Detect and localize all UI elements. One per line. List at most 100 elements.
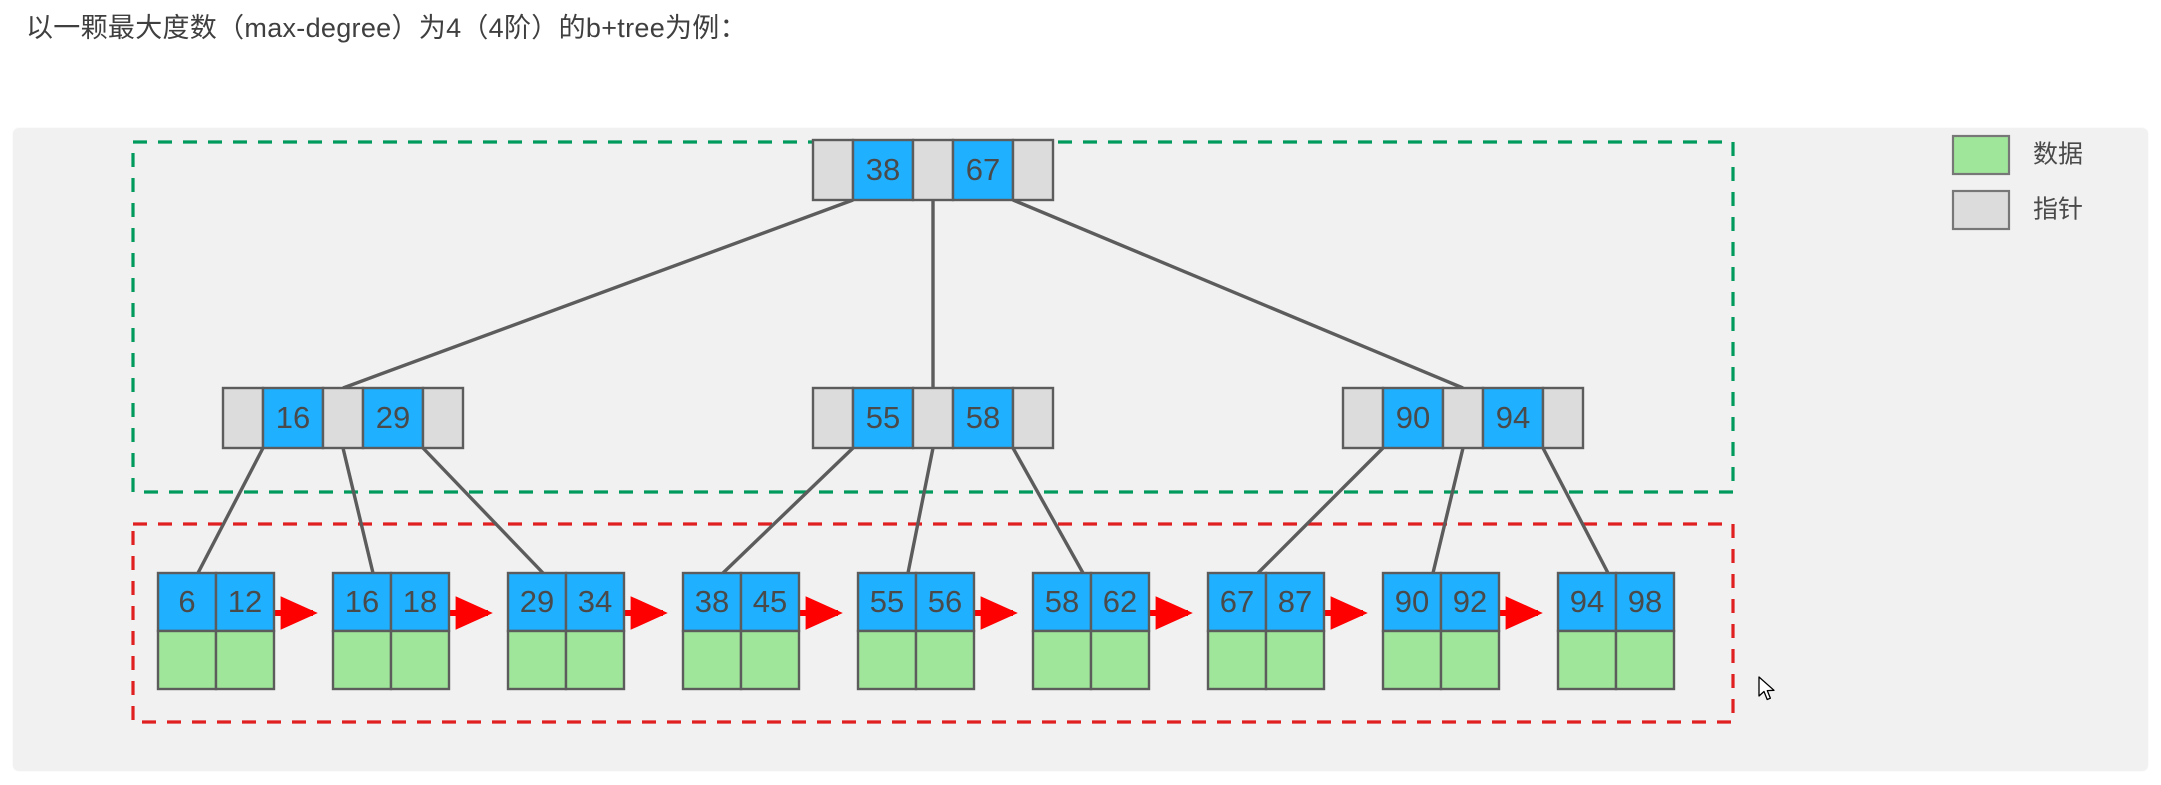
internal-2-pointer-cell-2 <box>1011 386 1055 450</box>
root-key-cell-1 <box>951 138 1015 202</box>
internal-1-pointer-cell-0 <box>221 386 265 450</box>
internal-1-key-label-1: 29 <box>376 400 410 435</box>
leaf-4-key-label-1: 45 <box>753 584 787 619</box>
root-key-label-0: 38 <box>866 152 900 187</box>
node-internal-1[interactable]: 16 29 <box>221 386 465 450</box>
leaf-9-data-cell-1 <box>1614 629 1676 691</box>
leaf-3-key-label-1: 34 <box>578 584 612 619</box>
leaf-6-key-label-1: 62 <box>1103 584 1137 619</box>
edge-internal-2-to-leaf-6 <box>1011 447 1085 574</box>
leaf-6-key-cell-1 <box>1089 571 1151 633</box>
leaf-1-key-label-1: 12 <box>228 584 262 619</box>
leaf-2-key-label-0: 16 <box>345 584 379 619</box>
node-internal-3[interactable]: 90 94 <box>1341 386 1585 450</box>
root-pointer-cell-2 <box>1011 138 1055 202</box>
leaf-7-data-cell-0 <box>1206 629 1268 691</box>
leaf-6-data-cell-1 <box>1089 629 1151 691</box>
legend-item-data: 数据 <box>1951 134 2083 176</box>
leaf-7-key-label-0: 67 <box>1220 584 1254 619</box>
node-leaf-8[interactable]: 90 92 <box>1381 571 1501 691</box>
edge-internal-2-to-leaf-5 <box>906 447 935 574</box>
legend-label-pointer: 指针 <box>2033 196 2083 224</box>
leaf-4-key-cell-0 <box>681 571 743 633</box>
edge-internal-1-to-leaf-3 <box>421 446 545 575</box>
node-internal-2[interactable]: 55 58 <box>811 386 1055 450</box>
node-leaf-4[interactable]: 38 45 <box>681 571 801 691</box>
leaf-5-key-label-0: 55 <box>870 584 904 619</box>
leaf-6-data-cell-0 <box>1031 629 1093 691</box>
node-leaf-5[interactable]: 55 56 <box>856 571 976 691</box>
edge-root-to-internal-3 <box>1012 198 1464 390</box>
leaf-1-key-label-0: 6 <box>178 584 195 619</box>
leaf-3-key-cell-0 <box>506 571 568 633</box>
leaf-3-key-label-0: 29 <box>520 584 554 619</box>
leaf-8-data-cell-0 <box>1381 629 1443 691</box>
root-key-cell-0 <box>851 138 915 202</box>
leaf-7-data-cell-1 <box>1264 629 1326 691</box>
leaf-6-key-cell-0 <box>1031 571 1093 633</box>
edge-internal-1-to-leaf-2 <box>341 447 375 574</box>
edge-root-to-internal-1 <box>342 198 854 390</box>
leaf-4-data-cell-0 <box>681 629 743 691</box>
internal-1-pointer-cell-2 <box>421 386 465 450</box>
root-pointer-cell-0 <box>811 138 855 202</box>
leaf-9-data-cell-0 <box>1556 629 1618 691</box>
tree-edges <box>196 198 1610 575</box>
leaf-1-data-cell-1 <box>214 629 276 691</box>
legend-swatch-data <box>1951 134 2011 176</box>
edge-internal-1-to-leaf-1 <box>196 447 265 574</box>
internal-2-key-label-0: 55 <box>866 400 900 435</box>
leaf-6-key-label-0: 58 <box>1045 584 1079 619</box>
internal-3-key-label-1: 94 <box>1496 400 1530 435</box>
leaf-4-key-cell-1 <box>739 571 801 633</box>
internal-1-key-cell-1 <box>361 386 425 450</box>
internal-2-key-label-1: 58 <box>966 400 1000 435</box>
node-leaf-3[interactable]: 29 34 <box>506 571 626 691</box>
node-leaf-9[interactable]: 94 98 <box>1556 571 1676 691</box>
leaf-8-key-label-0: 90 <box>1395 584 1429 619</box>
diagram-canvas: 38 67 16 29 55 58 <box>13 128 2148 771</box>
leaf-5-key-cell-1 <box>914 571 976 633</box>
leaf-7-key-cell-0 <box>1206 571 1268 633</box>
leaf-region-box <box>131 522 1735 724</box>
internal-2-key-cell-1 <box>951 386 1015 450</box>
internal-3-key-label-0: 90 <box>1396 400 1430 435</box>
node-leaf-2[interactable]: 16 18 <box>331 571 451 691</box>
leaf-4-data-cell-1 <box>739 629 801 691</box>
internal-3-key-cell-0 <box>1381 386 1445 450</box>
node-leaf-6[interactable]: 58 62 <box>1031 571 1151 691</box>
leaf-2-data-cell-1 <box>389 629 451 691</box>
leaf-4-key-label-0: 38 <box>695 584 729 619</box>
leaf-9-key-cell-0 <box>1556 571 1618 633</box>
b-plus-tree-diagram: 38 67 16 29 55 58 <box>131 134 2083 724</box>
node-leaf-7[interactable]: 67 87 <box>1206 571 1326 691</box>
page-title: 以一颗最大度数（max-degree）为4（4阶）的b+tree为例： <box>26 13 747 43</box>
leaf-8-data-cell-1 <box>1439 629 1501 691</box>
leaf-1-data-cell-0 <box>156 629 218 691</box>
edge-internal-3-to-leaf-7 <box>1256 446 1385 575</box>
legend-item-pointer: 指针 <box>1951 189 2083 231</box>
root-pointer-cell-1 <box>911 138 955 202</box>
legend-label-data: 数据 <box>2033 141 2083 169</box>
leaf-5-key-label-1: 56 <box>928 584 962 619</box>
internal-2-pointer-cell-0 <box>811 386 855 450</box>
internal-3-pointer-cell-1 <box>1441 386 1485 450</box>
node-leaf-1[interactable]: 6 12 <box>156 571 276 691</box>
internal-2-pointer-cell-1 <box>911 386 955 450</box>
leaf-2-key-label-1: 18 <box>403 584 437 619</box>
leaf-2-data-cell-0 <box>331 629 393 691</box>
leaf-5-data-cell-0 <box>856 629 918 691</box>
internal-3-pointer-cell-2 <box>1541 386 1585 450</box>
edge-internal-3-to-leaf-9 <box>1541 447 1610 574</box>
leaf-2-key-cell-1 <box>389 571 451 633</box>
legend: 数据 指针 <box>1951 134 2083 231</box>
leaf-3-data-cell-0 <box>506 629 568 691</box>
internal-2-key-cell-0 <box>851 386 915 450</box>
edge-internal-2-to-leaf-4 <box>721 446 855 575</box>
leaf-3-data-cell-1 <box>564 629 626 691</box>
leaf-7-key-cell-1 <box>1264 571 1326 633</box>
internal-1-pointer-cell-1 <box>321 386 365 450</box>
internal-1-key-label-0: 16 <box>276 400 310 435</box>
node-root[interactable]: 38 67 <box>811 138 1055 202</box>
root-key-label-1: 67 <box>966 152 1000 187</box>
